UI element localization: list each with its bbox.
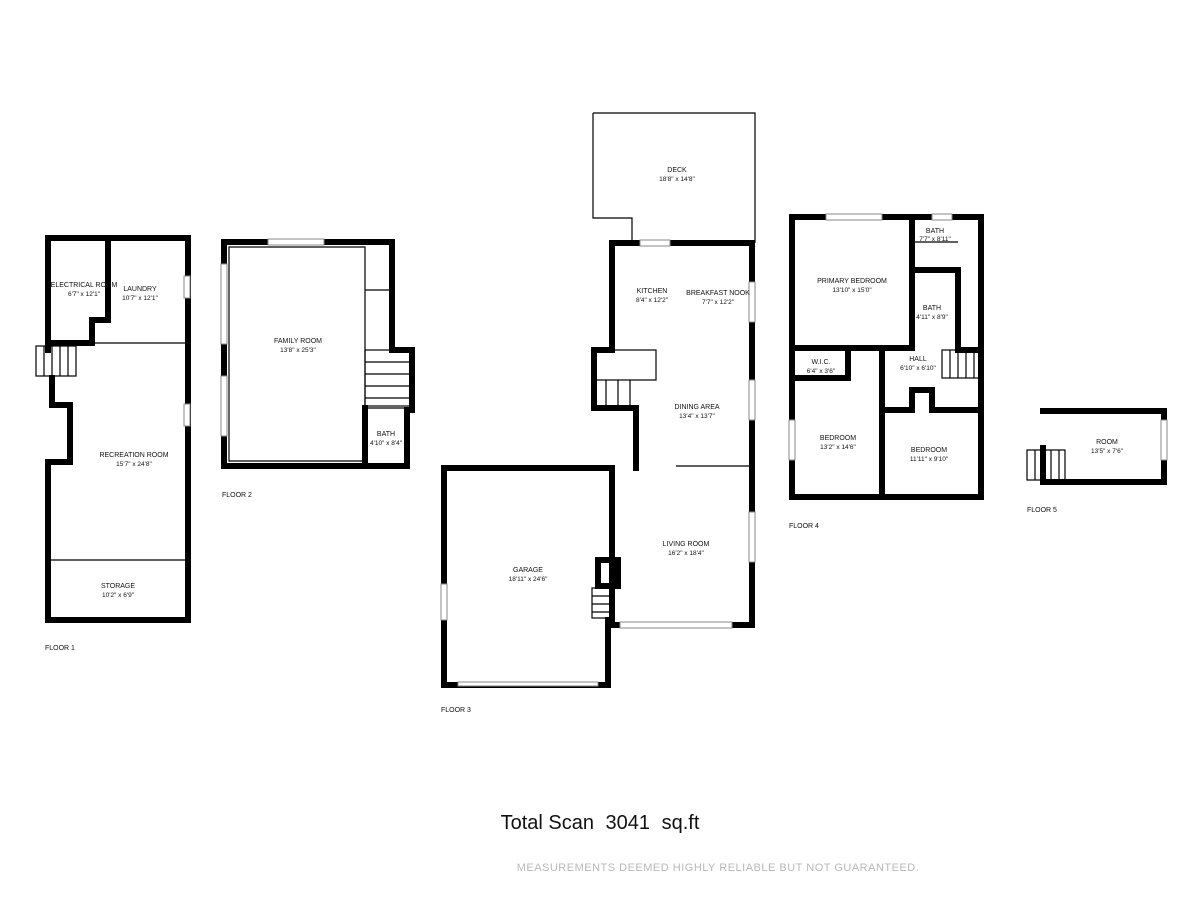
room-name: DECK xyxy=(667,167,687,174)
room-dimensions: 13'8" x 25'3" xyxy=(280,347,316,354)
room-dimensions: 15'7" x 24'8" xyxy=(116,461,152,468)
floor-label: FLOOR 2 xyxy=(222,492,252,499)
room-name: W.I.C. xyxy=(811,359,830,366)
room-dimensions: 11'11" x 9'10" xyxy=(910,456,949,463)
room-dimensions: 7'7" x 8'11" xyxy=(919,236,951,243)
room-name: LIVING ROOM xyxy=(663,541,710,548)
room-name: KITCHEN xyxy=(637,288,668,295)
room-dimensions: 13'4" x 13'7" xyxy=(679,413,715,420)
room-dimensions: 18'8" x 14'8" xyxy=(659,176,695,183)
room-name: ROOM xyxy=(1096,439,1118,446)
room-dimensions: 13'10" x 15'0" xyxy=(832,287,872,294)
room-dimensions: 10'2" x 6'9" xyxy=(102,592,135,599)
room-dimensions: 6'10" x 6'10" xyxy=(900,365,936,372)
room-name: BEDROOM xyxy=(820,435,856,442)
floor-3: DECK 18'8" x 14'8" KITCHEN 8'4" x 12'2" … xyxy=(440,112,756,714)
room-dimensions: 4'11" x 8'9" xyxy=(916,314,948,321)
room-name: BREAKFAST NOOK xyxy=(686,290,750,297)
room-name: PRIMARY BEDROOM xyxy=(817,278,887,285)
room-name: HALL xyxy=(909,356,927,363)
room-name: ELECTRICAL ROOM xyxy=(51,282,118,289)
room-name: GARAGE xyxy=(513,567,543,574)
floor-4: BATH 7'7" x 8'11" PRIMARY BEDROOM 13'10"… xyxy=(788,213,984,530)
floor-2: FAMILY ROOM 13'8" x 25'3" BATH 4'10" x 8… xyxy=(220,238,415,499)
room-name: BATH xyxy=(926,228,944,235)
room-dimensions: 13'2" x 14'6" xyxy=(820,444,856,451)
room-dimensions: 8'4" x 12'2" xyxy=(636,297,669,304)
room-name: FAMILY ROOM xyxy=(274,338,322,345)
room-dimensions: 6'4" x 3'6" xyxy=(807,368,836,375)
floor-label: FLOOR 4 xyxy=(789,523,819,530)
floor-label: FLOOR 5 xyxy=(1027,507,1057,514)
room-name: STORAGE xyxy=(101,583,135,590)
total-scan-unit: sq.ft xyxy=(661,812,700,834)
room-dimensions: 6'7" x 12'1" xyxy=(68,291,101,298)
total-scan-label: Total Scan xyxy=(500,812,594,834)
room-dimensions: 7'7" x 12'2" xyxy=(702,299,735,306)
floor-label: FLOOR 1 xyxy=(45,645,75,652)
floor-1: ELECTRICAL ROOM 6'7" x 12'1" LAUNDRY 10'… xyxy=(35,235,191,652)
total-scan-value: 3041 xyxy=(605,812,651,834)
room-dimensions: 10'7" x 12'1" xyxy=(122,295,158,302)
room-name: DINING AREA xyxy=(674,404,719,411)
room-dimensions: 16'2" x 18'4" xyxy=(668,550,704,557)
floor-5: ROOM 13'5" x 7'6" FLOOR 5 xyxy=(1026,408,1168,514)
total-scan-area: Total Scan 3041 sq.ft xyxy=(0,812,1200,835)
floor-label: FLOOR 3 xyxy=(441,707,471,714)
disclaimer-text: MEASUREMENTS DEEMED HIGHLY RELIABLE BUT … xyxy=(516,862,920,874)
room-name: BATH xyxy=(377,431,395,438)
room-dimensions: 13'5" x 7'6" xyxy=(1091,448,1124,455)
room-name: BEDROOM xyxy=(911,447,947,454)
room-name: BATH xyxy=(923,305,941,312)
room-name: LAUNDRY xyxy=(123,286,157,293)
room-name: RECREATION ROOM xyxy=(99,452,168,459)
room-dimensions: 18'11" x 24'6" xyxy=(509,576,548,583)
room-dimensions: 4'10" x 8'4" xyxy=(370,440,403,447)
